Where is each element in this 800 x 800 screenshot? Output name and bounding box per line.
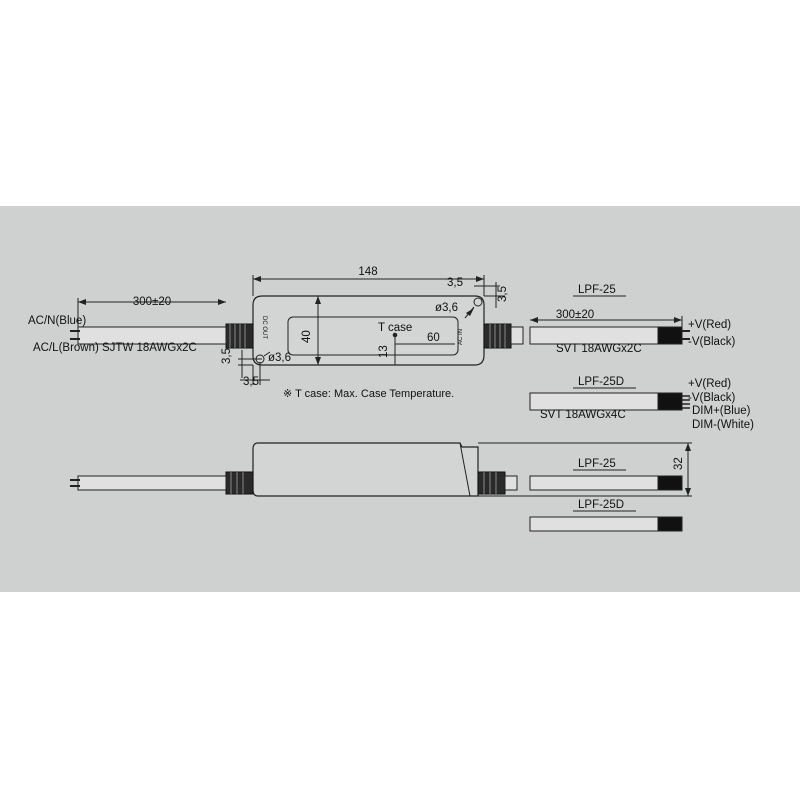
lpf25d-wire-2: -V(Black) — [688, 392, 735, 404]
case-outline — [252, 295, 485, 366]
side-strain-relief-right — [477, 471, 506, 495]
right-cable-length-label: 300±20 — [556, 309, 594, 321]
hole-dia-right-label: ø3,6 — [435, 302, 458, 314]
side-case-outline — [252, 442, 479, 497]
inner-height-label: 40 — [301, 330, 313, 343]
ac-l-label: AC/L(Brown) SJTW 18AWGx2C — [33, 342, 197, 354]
hole-dia-left-label: ø3,6 — [268, 352, 291, 364]
lpf25d-name-top: LPF-25D — [578, 376, 624, 388]
mount-hole-right — [473, 297, 483, 307]
lpf25-wire-1: +V(Red) — [688, 319, 731, 331]
ac-cable — [77, 326, 227, 345]
tcase-label: T case — [378, 322, 412, 334]
side-height-label: 32 — [673, 457, 685, 470]
ac-in-mark: AC IN — [458, 329, 464, 345]
length-label: 148 — [358, 266, 377, 278]
strain-relief-left — [225, 323, 254, 349]
hole-left-x-label: 3,5 — [243, 376, 259, 388]
tcase-y-label: 13 — [378, 345, 390, 358]
side-ac-cable — [77, 475, 227, 491]
dc-out-mark: DC OUT — [261, 316, 267, 339]
side-model-a-label: LPF-25 — [578, 458, 616, 470]
label-area — [287, 316, 459, 356]
strain-relief-right — [483, 323, 512, 349]
ac-n-label: AC/N(Blue) — [28, 315, 86, 327]
side-strain-relief-left — [225, 471, 254, 495]
dim-arrows — [78, 276, 691, 496]
lpf25-cable-label: SVT 18AWGx2C — [556, 343, 642, 355]
lpf25-name-top: LPF-25 — [578, 284, 616, 296]
lpf25d-wire-4: DIM-(White) — [692, 419, 754, 431]
side-model-b-label: LPF-25D — [578, 499, 624, 511]
lpf25-wire-2: -V(Black) — [688, 336, 735, 348]
left-cable-length-label: 300±20 — [133, 296, 171, 308]
lpf25d-cable-label: SVT 18AWGx4C — [540, 409, 626, 421]
corner-hole-x-label: 3,5 — [447, 277, 463, 289]
corner-hole-y-label: 3,5 — [497, 286, 509, 302]
tcase-x-label: 60 — [427, 332, 440, 344]
tcase-note: ※ T case: Max. Case Temperature. — [283, 388, 454, 400]
hole-left-y-label: 3,5 — [221, 348, 233, 364]
lpf25d-wire-3: DIM+(Blue) — [692, 405, 751, 417]
lpf25d-wire-1: +V(Red) — [688, 378, 731, 390]
